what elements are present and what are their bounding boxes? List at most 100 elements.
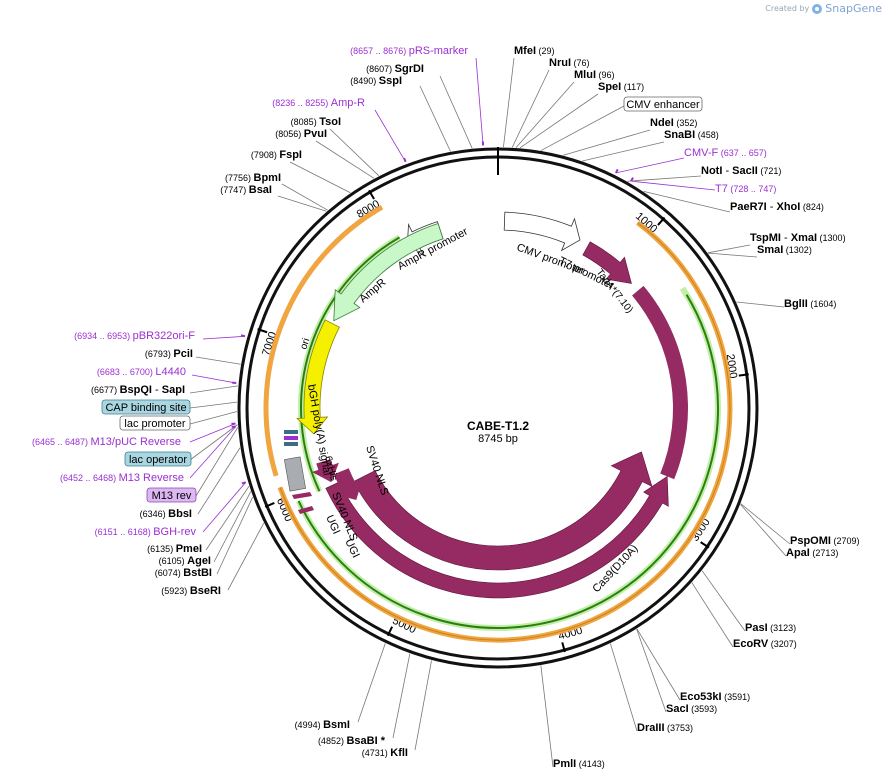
enzyme-leader [277,195,327,212]
enzyme-label: (4852) BsaBI * [318,735,386,747]
enzyme-leader [707,244,751,254]
enzyme-label-part: (1604) [808,299,837,309]
enzyme-label-part: BsmI [323,719,350,731]
enzyme-label-part: (6346) [140,509,169,519]
enzyme-label-part: (6677) [91,385,120,395]
primer-site-mark [403,157,407,163]
brand-name: SnapGene [825,2,882,15]
enzyme-label: PmlI (4143) [553,758,605,770]
primer-label: (6683 .. 6700) L4440 [97,366,186,378]
enzyme-label-part: (8490) [350,76,379,86]
cas9-d10a-upper [632,285,689,482]
enzyme-label: (8085) TsoI [291,116,341,128]
enzyme-label: TspMI - XmaI (1300) [750,232,846,244]
primer-label: (8236 .. 8255) Amp-R [272,97,365,109]
enzyme-label: (8607) SgrDI [366,63,424,75]
enzyme-label-part: SnaBI [664,129,695,141]
enzyme-label: (6793) PciI [145,348,193,360]
primer-label-part: Amp-R [331,97,365,109]
enzyme-label-part: (4731) [362,748,391,758]
enzyme-leader [563,129,651,156]
primer-label-part: (8657 .. 8676) [350,46,409,56]
enzyme-leader [195,356,241,365]
his-tag-arrow [292,492,312,499]
enzyme-label-part: (76) [571,58,590,68]
enzyme-label-part: PvuI [304,128,327,140]
enzyme-label-part: (824) [800,202,824,212]
primer-label: (8657 .. 8676) pRS-marker [350,45,468,57]
enzyme-label-part: (5923) [161,586,190,596]
primer-label-part: (8236 .. 8255) [272,98,331,108]
primer-label: (6934 .. 6953) pBR322ori-F [74,330,195,342]
boxed-feature-label: M13 rev [152,490,192,502]
enzyme-label-part: (7908) [251,150,280,160]
enzyme-label: MfeI (29) [514,45,555,57]
primer-site-mark [240,334,246,338]
cmv-promoter-arrow [503,211,581,252]
enzyme-label: EcoRV (3207) [733,638,797,650]
nls-arrow-1 [298,506,314,514]
enzyme-leader [329,128,380,177]
enzyme-label: PasI (3123) [745,622,796,634]
enzyme-label: (8056) PvuI [275,128,327,140]
enzyme-leader [419,85,451,152]
enzyme-label-part: NruI [549,57,571,69]
primer-site-mark [241,481,247,485]
primer-leader [189,423,236,443]
enzyme-leader [582,141,665,162]
green-arrow-2 [300,236,401,492]
enzyme-label-part: BsaI [249,184,272,196]
primer-leader [191,374,237,384]
primer-label: (6465 .. 6487) M13/pUC Reverse [32,436,181,448]
enzyme-label-part: KflI [390,747,408,759]
enzyme-leader [708,252,758,258]
primer-label-part: pBR322ori-F [133,330,196,342]
enzyme-leader [636,628,667,713]
enzyme-label-part: (3591) [722,692,751,702]
enzyme-leader [643,191,731,213]
enzyme-label: (5923) BseRI [161,585,221,597]
enzyme-leader [609,643,638,732]
enzyme-label: PaeR7I - XhoI (824) [730,201,824,213]
primer-site-mark [630,177,634,182]
primer-label-part: (6683 .. 6700) [97,367,156,377]
primer-leader [189,426,236,479]
enzyme-leader [519,93,599,149]
enzyme-label-part: - [767,201,777,213]
enzyme-label: (7908) FspI [251,149,302,161]
primer-label-part: (6465 .. 6487) [32,437,91,447]
primer-label-part: M13/pUC Reverse [91,436,181,448]
enzyme-label-part: (4143) [576,759,605,769]
enzyme-label-part: BsaBI * [346,735,385,747]
feature-leader [189,424,238,461]
enzyme-label-part: (7756) [225,173,254,183]
enzyme-label: SnaBI (458) [664,129,719,141]
enzyme-label-part: (8607) [366,64,395,74]
enzyme-label-part: (7747) [220,185,249,195]
tick-mark [738,373,749,377]
primer-label-part: (637 .. 657) [718,148,767,158]
enzyme-leader [392,653,411,739]
plasmid-name: CABE-T1.2 [467,419,529,433]
primer-leader [630,180,716,191]
enzyme-leader [414,660,432,751]
boxed-feature-label: lac operator [129,454,187,466]
tada-arrow [582,241,632,284]
feature-box [623,96,703,112]
enzyme-label: (6677) BspQI - SapI [91,384,185,396]
enzyme-label-part: (3593) [689,704,718,714]
enzyme-label: Eco53kI (3591) [680,691,750,703]
enzyme-label-part: (4852) [318,736,347,746]
enzyme-label-part: (6135) [147,544,176,554]
ampr-arrow [333,222,444,322]
lac-block-2 [284,436,298,440]
enzyme-label-part: - [781,232,791,244]
enzyme-label-part: AgeI [187,555,211,567]
enzyme-label: PspOMI (2709) [790,535,859,547]
enzyme-label-part: BpmI [254,172,282,184]
enzyme-leader [281,183,328,211]
tick-mark [264,502,275,508]
feature-leader [189,411,238,425]
enzyme-label-part: BglII [784,298,808,310]
